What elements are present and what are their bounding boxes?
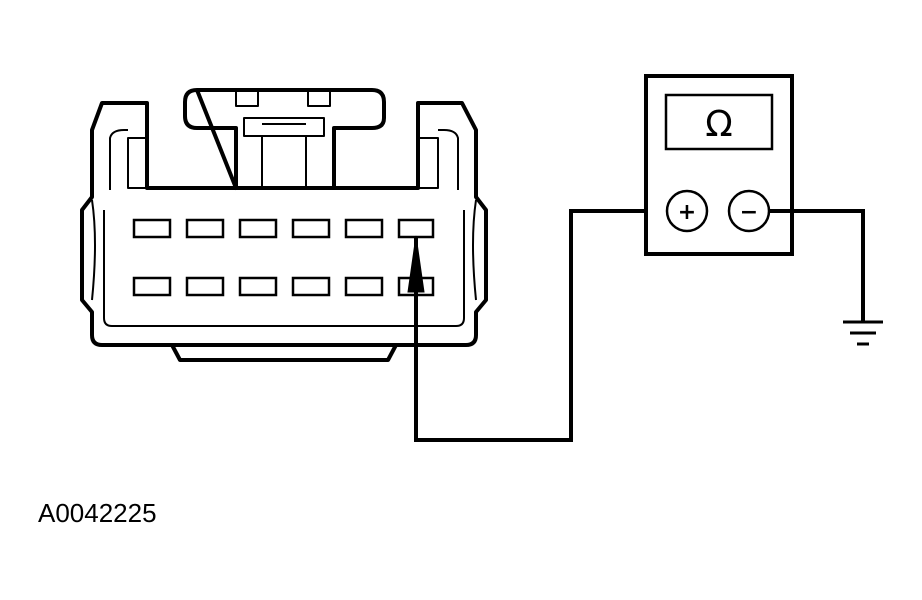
left-rib — [91, 199, 96, 301]
ground-icon — [843, 320, 883, 346]
figure-id-label: A0042225 — [38, 498, 157, 528]
latch-nub-right — [307, 89, 331, 107]
positive-test-lead — [414, 209, 666, 442]
pin-r2-3 — [238, 276, 278, 297]
pin-r2-1 — [132, 276, 172, 297]
connector-inner-outline — [103, 129, 465, 327]
ground-lead — [769, 209, 865, 322]
ohm-symbol: Ω — [705, 104, 733, 145]
pin-r2-2 — [185, 276, 225, 297]
pin-r1-1 — [132, 218, 172, 239]
connector-latch — [183, 88, 386, 190]
test-probe — [407, 235, 425, 340]
pin-cavities — [132, 218, 435, 297]
pin-r2-4 — [291, 276, 331, 297]
positive-terminal-glyph: + — [678, 200, 696, 225]
pin-r1-2 — [185, 218, 225, 239]
latch-tongue — [243, 117, 325, 188]
right-rib — [472, 199, 477, 301]
pin-r1-6 — [397, 218, 435, 239]
latch-nub-left — [235, 89, 259, 107]
negative-terminal-glyph: − — [740, 200, 758, 225]
multimeter: Ω + − — [644, 74, 794, 256]
pin-r1-3 — [238, 218, 278, 239]
pin-r1-4 — [291, 218, 331, 239]
pin-r2-5 — [344, 276, 384, 297]
pin-r1-5 — [344, 218, 384, 239]
positive-terminal — [665, 189, 709, 233]
connector-bottom-tab — [170, 344, 398, 362]
meter-display — [664, 93, 774, 151]
connector-outer-shell — [80, 101, 488, 347]
left-guide-block — [127, 137, 149, 189]
right-guide-block — [417, 137, 439, 189]
connector — [80, 88, 488, 362]
